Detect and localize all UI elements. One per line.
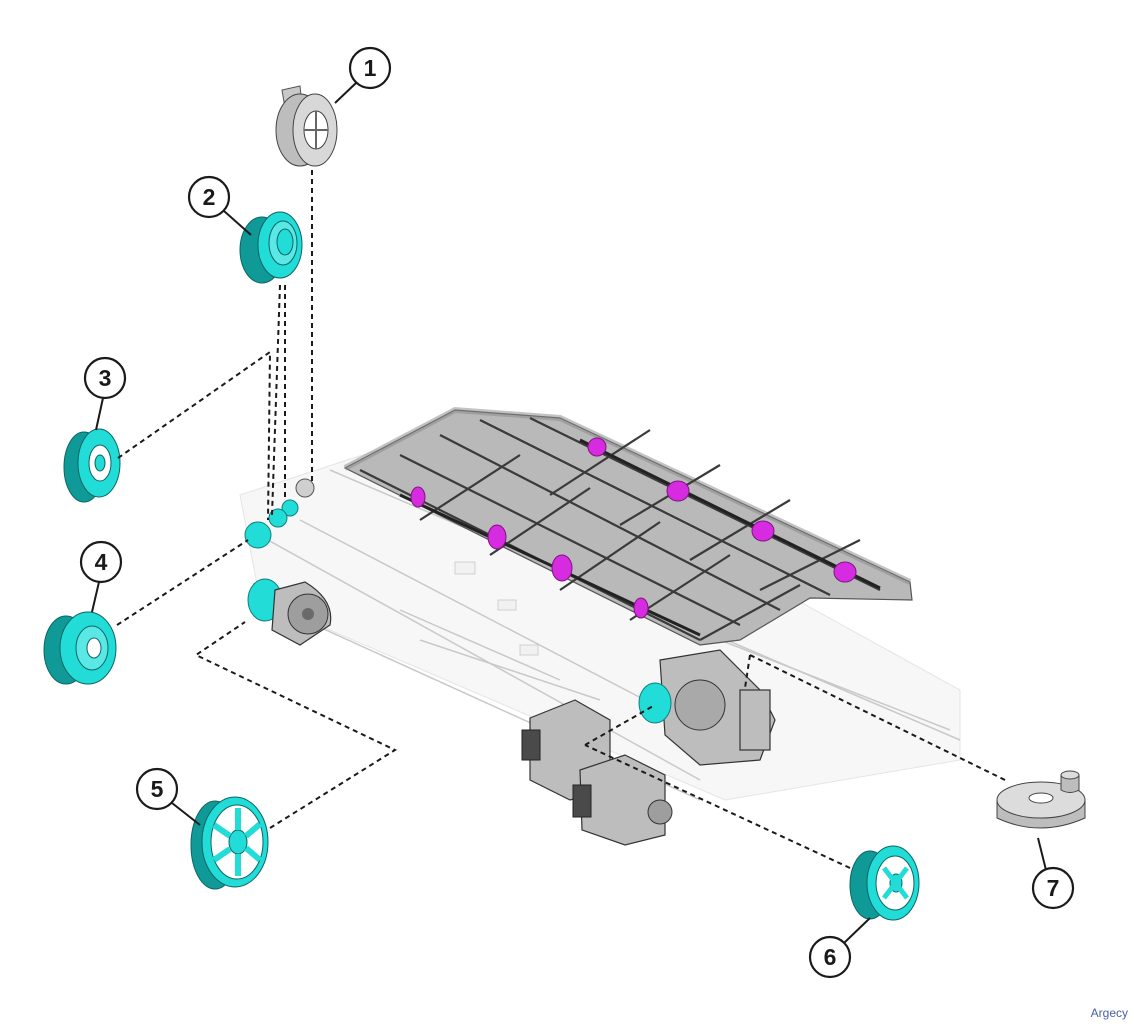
- callout-1-label: 1: [364, 55, 377, 81]
- roller: [551, 554, 573, 582]
- callout-7: 7: [1031, 837, 1075, 910]
- watermark: Argecy: [1090, 1006, 1128, 1020]
- part-4-cyan-gear: [43, 611, 117, 685]
- alignment-lines: [116, 170, 1006, 869]
- callout-1: 1: [334, 46, 392, 104]
- callout-6-label: 6: [824, 944, 837, 970]
- part-1-gray-gear: [275, 85, 338, 167]
- roller: [751, 520, 775, 542]
- callout-4-label: 4: [95, 549, 108, 575]
- roller: [410, 486, 426, 508]
- tray-rollers: [410, 437, 857, 619]
- callout-6: 6: [808, 917, 871, 979]
- frame-gears: [244, 478, 315, 549]
- part-3-cyan-gear: [63, 428, 121, 503]
- callout-5: 5: [135, 767, 201, 826]
- part-5-cyan-gear: [190, 796, 269, 890]
- part-6-cyan-gear: [849, 845, 920, 921]
- roller: [587, 437, 607, 457]
- callout-7-label: 7: [1047, 875, 1060, 901]
- roller: [633, 597, 649, 619]
- callout-2: 2: [187, 175, 252, 236]
- center-drive-motors: [521, 649, 776, 846]
- roller: [833, 561, 857, 583]
- paper-tray: [343, 406, 913, 646]
- part-7-gray-pulley: [996, 770, 1086, 829]
- callout-4: 4: [79, 540, 123, 613]
- left-drive-motor: [247, 578, 332, 646]
- callout-3-label: 3: [99, 365, 112, 391]
- part-2-cyan-gear: [239, 211, 303, 284]
- callout-5-label: 5: [151, 776, 164, 802]
- roller: [666, 480, 690, 502]
- callout-3: 3: [83, 356, 127, 431]
- roller: [487, 524, 507, 550]
- callout-2-label: 2: [203, 184, 216, 210]
